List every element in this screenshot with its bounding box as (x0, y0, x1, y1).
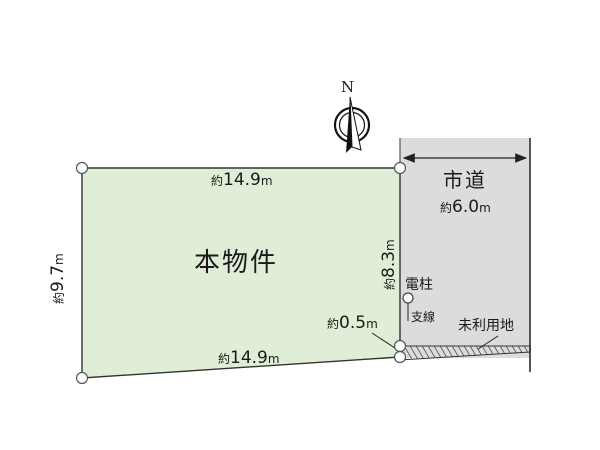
road-area (400, 138, 530, 358)
road-width-dimension: 約6.0m (440, 199, 491, 216)
approx-prefix: 約 (383, 277, 397, 290)
utility-pole-label: 電柱 (405, 277, 433, 293)
approx-prefix: 約 (211, 174, 224, 188)
guy-wire-label: 支線 (411, 310, 436, 324)
corner-marker-top-left (75, 161, 89, 175)
corner-offset-leader (371, 332, 399, 351)
road-label: 市道 (443, 168, 487, 192)
dimension-unit: m (383, 239, 397, 251)
property-label: 本物件 (194, 248, 279, 278)
unused-land-label: 未利用地 (458, 318, 514, 334)
corner-marker-bottom-left (75, 371, 89, 385)
dimension-value: 6.0 (452, 197, 480, 217)
dimension-value: 14.9 (223, 170, 261, 190)
dimension-unit: m (366, 317, 378, 331)
right-edge-dimension: 約8.3m (379, 239, 399, 290)
approx-prefix: 約 (327, 317, 340, 331)
dimension-value: 14.9 (230, 348, 268, 368)
dimension-value: 9.7 (48, 264, 68, 292)
corner-marker-bottom-right-upper (393, 339, 407, 353)
dimension-unit: m (52, 253, 66, 265)
approx-prefix: 約 (52, 291, 66, 304)
top-edge-dimension: 約14.9m (211, 172, 273, 189)
utility-pole-icon (402, 292, 414, 304)
unused-land-leader (477, 335, 499, 350)
dimension-value: 0.5 (339, 313, 367, 333)
corner-marker-top-right (393, 161, 407, 175)
corner-offset-dimension: 約0.5m (327, 315, 378, 332)
bottom-edge-dimension: 約14.9m (218, 350, 280, 367)
dimension-unit: m (267, 352, 280, 366)
approx-prefix: 約 (218, 352, 231, 366)
north-label: N (341, 78, 355, 96)
dimension-unit: m (479, 201, 491, 215)
approx-prefix: 約 (440, 201, 453, 215)
left-edge-dimension: 約9.7m (48, 253, 68, 304)
dimension-unit: m (260, 174, 273, 188)
north-compass-icon (333, 96, 371, 153)
dimension-value: 8.3 (379, 250, 399, 278)
corner-marker-bottom-right-lower (393, 350, 407, 364)
